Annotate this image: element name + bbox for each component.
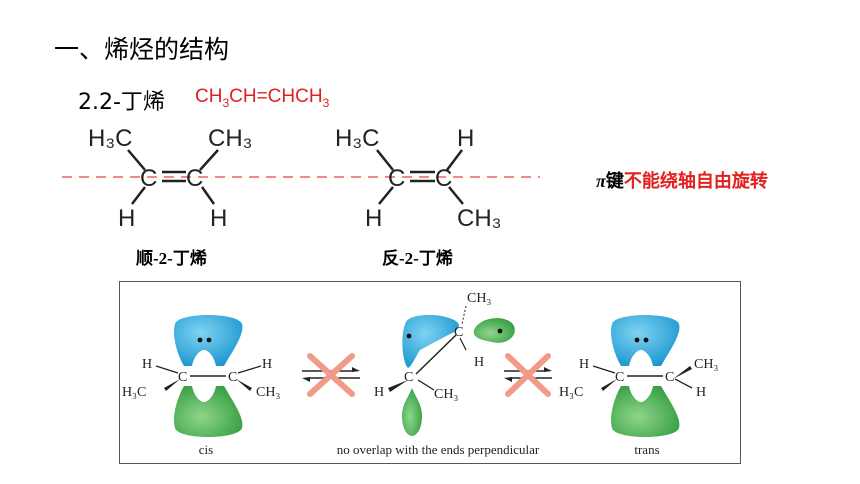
cis-fig-h3c: H₃C [122, 385, 146, 400]
cis-label-h1: H [118, 205, 135, 232]
orbital-diagram: H H H₃C CH₃ C C cis [122, 291, 718, 457]
slide-title: 一、烯烃的结构 [54, 35, 230, 64]
compound-name: 2.2-丁烯 [78, 90, 165, 115]
cis-isomer-name: 顺-2-丁烯 [136, 249, 207, 268]
trans-label-c1: C [388, 165, 405, 192]
cis-label-ch3: CH₃ [208, 125, 252, 152]
trans-fig-h3c: H₃C [559, 385, 583, 400]
trans-label-h3c: H₃C [335, 125, 379, 152]
cis-fig-h-right: H [262, 357, 272, 372]
middle-lobe-blue [402, 314, 459, 368]
cis-orbital-panel: H H H₃C CH₃ C C cis [122, 315, 280, 457]
crossed-equilibrium-right [504, 353, 552, 397]
mid-fig-c-bottom: C [404, 370, 413, 385]
rotation-axis-line [62, 176, 540, 178]
trans-isomer-name: 反-2-丁烯 [382, 249, 453, 268]
cis-fig-c-left: C [178, 370, 187, 385]
trans-label-c2: C [435, 165, 452, 192]
mid-fig-c-top: C [454, 325, 463, 340]
cis-fig-ch3: CH₃ [256, 385, 280, 400]
middle-lobe-green-right [473, 318, 515, 343]
cis-pi-lobe-bottom [174, 386, 243, 437]
orbital-figure: H H H₃C CH₃ C C cis [119, 281, 741, 464]
mid-fig-h-left: H [374, 385, 384, 400]
cis-label-h2: H [210, 205, 227, 232]
mid-fig-ch3-bottom: CH₃ [434, 387, 458, 402]
trans-fig-c-left: C [615, 370, 624, 385]
cis-label-c1: C [140, 165, 157, 192]
condensed-formula: CH3CH=CHCH3 [195, 86, 330, 110]
mid-fig-ch3-top: CH₃ [467, 291, 491, 306]
trans-orbital-panel: H CH₃ H₃C H C C trans [559, 315, 718, 457]
trans-label-h-top: H [457, 125, 474, 152]
middle-lobe-green-bottom [402, 388, 422, 436]
crossed-equilibrium-left [302, 353, 360, 397]
caption-cis: cis [199, 442, 213, 457]
trans-label-h-bottom: H [365, 205, 382, 232]
cis-label-c2: C [186, 165, 203, 192]
pi-bond-note: π键不能绕轴自由旋转 [596, 171, 768, 192]
trans-fig-c-right: C [665, 370, 674, 385]
cis-fig-h-left: H [142, 357, 152, 372]
perpendicular-orbital-panel: CH₃ C H C H CH₃ no overlap with the ends… [337, 291, 540, 457]
trans-pi-lobe-bottom [611, 386, 680, 437]
trans-fig-ch3: CH₃ [694, 357, 718, 372]
caption-trans: trans [634, 442, 659, 457]
trans-2-butene-structure: H₃C H C C H CH₃ [335, 125, 501, 232]
trans-label-ch3: CH₃ [457, 205, 501, 232]
mid-fig-h-right: H [474, 355, 484, 370]
trans-fig-h-left: H [579, 357, 589, 372]
trans-fig-h-right: H [696, 385, 706, 400]
cis-label-h3c: H₃C [88, 125, 132, 152]
caption-perpendicular: no overlap with the ends perpendicular [337, 442, 540, 457]
cis-2-butene-structure: H₃C CH₃ C C H H [88, 125, 252, 232]
cis-fig-c-right: C [228, 370, 237, 385]
